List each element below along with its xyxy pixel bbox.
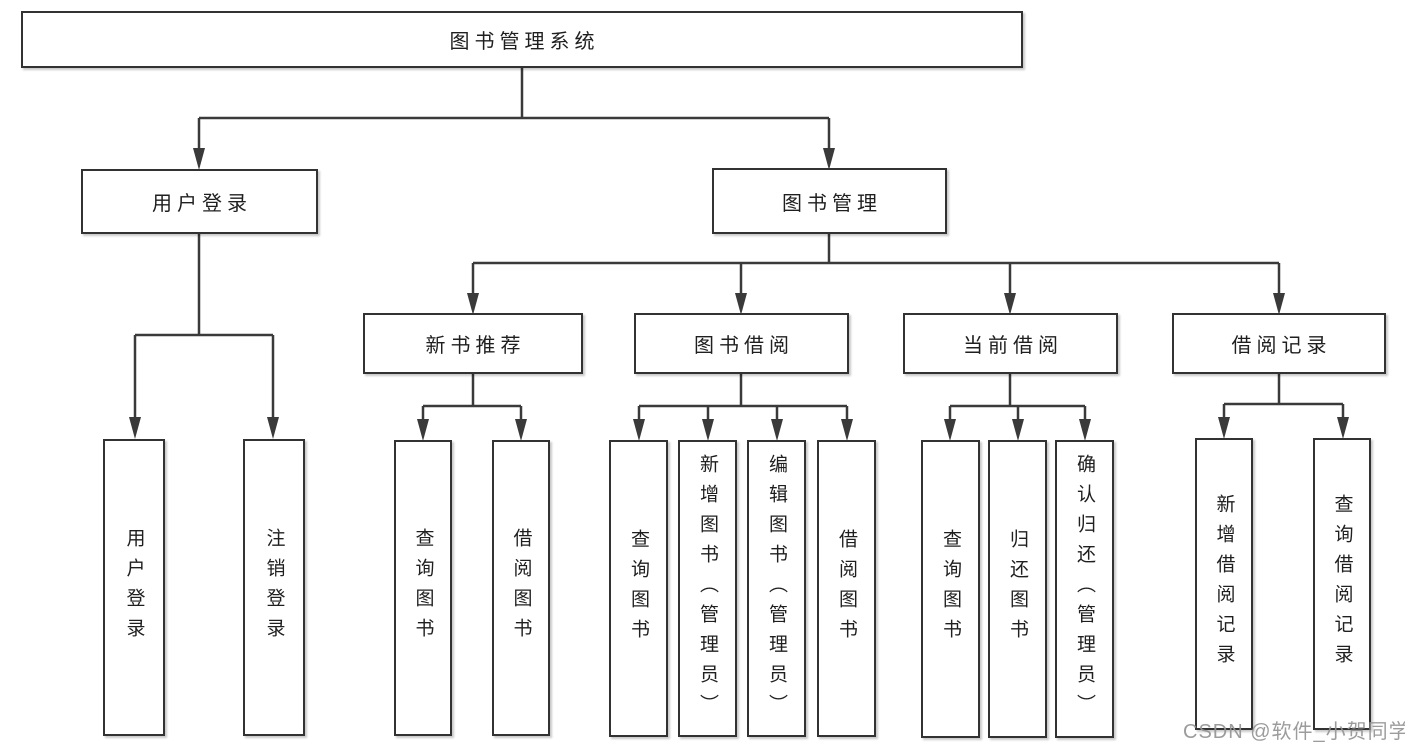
node-query-books-newbook: 查询图书: [394, 440, 452, 736]
node-current-borrowing: 当前借阅: [903, 313, 1118, 374]
node-edit-books-admin: 编辑图书（管理员）: [747, 440, 806, 737]
node-query-books-borrow: 查询图书: [609, 440, 668, 737]
node-borrowing-records: 借阅记录: [1172, 313, 1386, 374]
node-logout-leaf: 注销登录: [243, 439, 305, 736]
node-borrow-books-newbook: 借阅图书: [492, 440, 550, 736]
node-add-books-admin: 新增图书（管理员）: [678, 440, 737, 737]
node-add-borrow-record: 新增借阅记录: [1195, 438, 1253, 730]
node-book-borrowing: 图书借阅: [634, 313, 849, 374]
node-library-management-system: 图书管理系统: [21, 11, 1023, 68]
node-user-login: 用户登录: [81, 169, 318, 234]
node-new-book-recommendation: 新书推荐: [363, 313, 583, 374]
csdn-watermark: CSDN @软件_小贺同学: [1183, 721, 1405, 743]
node-book-management: 图书管理: [712, 168, 947, 234]
node-user-login-leaf: 用户登录: [103, 439, 165, 736]
node-query-books-current: 查询图书: [921, 440, 980, 738]
node-return-books: 归还图书: [988, 440, 1047, 738]
node-confirm-return-admin: 确认归还（管理员）: [1055, 440, 1114, 738]
node-query-borrow-record: 查询借阅记录: [1313, 438, 1371, 730]
node-borrow-books-leaf: 借阅图书: [817, 440, 876, 737]
